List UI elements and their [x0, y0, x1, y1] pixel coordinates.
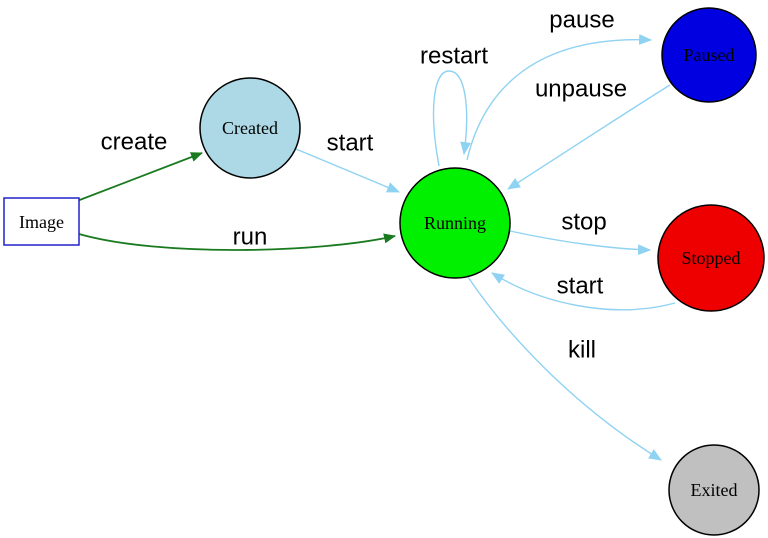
edge-label-restart: restart — [420, 43, 488, 70]
edge-label-stop: stop — [561, 209, 606, 236]
edges-layer — [76, 34, 676, 461]
edge-create — [76, 152, 203, 202]
state-node-exited: Exited — [668, 444, 760, 536]
edge-label-start: start — [327, 130, 374, 157]
edge-stop — [509, 230, 652, 256]
edge-start — [295, 148, 400, 193]
running-node-label: Running — [424, 213, 486, 233]
stopped-node-label: Stopped — [681, 248, 740, 268]
state-node-created: Created — [199, 77, 301, 179]
paused-node-circle — [661, 7, 757, 103]
edge-kill — [467, 276, 662, 461]
running-node-circle — [399, 167, 511, 279]
edge-restart-self-loop — [432, 70, 471, 167]
created-node-circle — [199, 77, 301, 179]
exited-node-circle — [668, 444, 760, 536]
edge-run — [78, 233, 396, 251]
state-node-stopped: Stopped — [657, 204, 765, 312]
edge-start-from-stopped — [491, 272, 676, 311]
stopped-node-circle — [657, 204, 765, 312]
edge-labels-layer: create run start restart pause unpause s… — [101, 7, 627, 364]
created-node-label: Created — [222, 118, 278, 138]
image-node-rect — [3, 197, 80, 246]
state-node-image: Image — [3, 197, 80, 246]
edge-label-kill: kill — [568, 337, 596, 364]
edge-label-create: create — [101, 129, 168, 156]
state-node-paused: Paused — [661, 7, 757, 103]
edge-label-unpause: unpause — [535, 76, 627, 103]
nodes-layer: Image Created Running Paused Stopped Exi… — [3, 7, 765, 536]
edge-label-start-from-stopped: start — [557, 273, 604, 300]
image-node-label: Image — [19, 212, 64, 232]
edge-pause — [466, 34, 653, 161]
state-node-running: Running — [399, 167, 511, 279]
exited-node-label: Exited — [691, 480, 738, 500]
edge-unpause — [507, 84, 671, 190]
edge-label-run: run — [233, 224, 268, 251]
edge-label-pause: pause — [549, 7, 614, 34]
paused-node-label: Paused — [684, 45, 735, 65]
